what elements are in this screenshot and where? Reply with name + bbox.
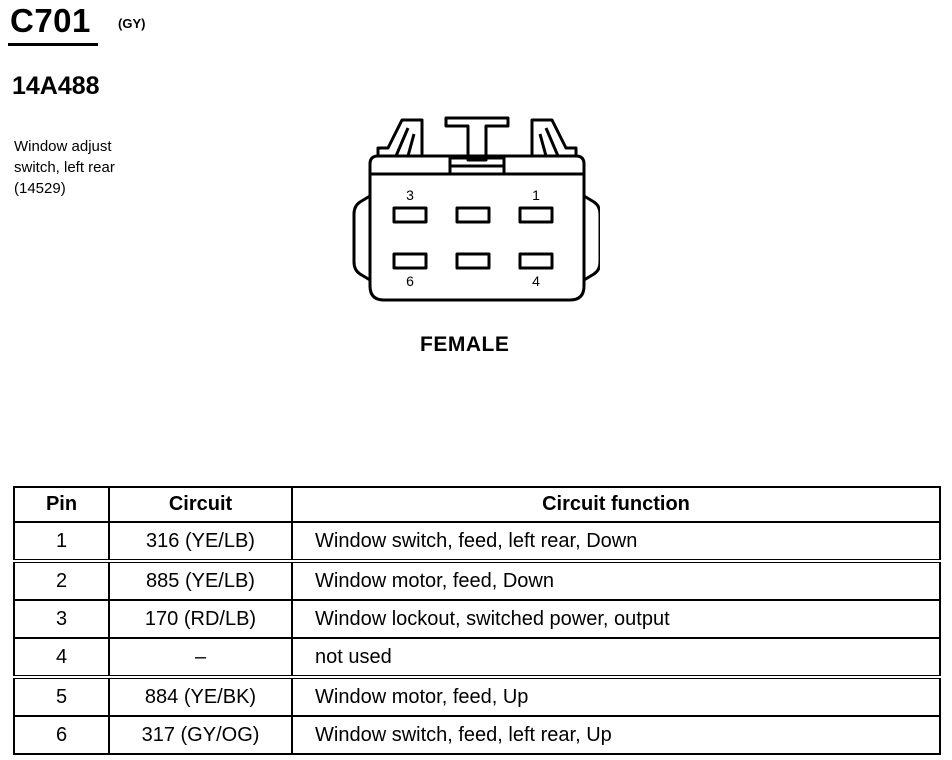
cavity-6 (392, 252, 428, 270)
connector-view-label: FEMALE (420, 333, 510, 356)
pin-cell: 6 (13, 715, 110, 755)
description-line: Window adjust (14, 138, 112, 155)
table-row: 4 – not used (13, 637, 941, 678)
cavity-label: 3 (406, 187, 414, 203)
center-lock-tab (444, 116, 510, 162)
function-cell: Window switch, feed, left rear, Up (291, 715, 941, 755)
header-circuit-function: Circuit function (291, 486, 941, 523)
table-row: 5 884 (YE/BK) Window motor, feed, Up (13, 675, 941, 717)
circuit-cell: 884 (YE/BK) (108, 675, 293, 717)
cavity-3 (392, 206, 428, 224)
header-pin: Pin (13, 486, 110, 523)
table-row: 1 316 (YE/LB) Window switch, feed, left … (13, 521, 941, 562)
pin-cell: 3 (13, 599, 110, 639)
connector-housing (368, 154, 586, 302)
function-cell: Window switch, feed, left rear, Down (291, 521, 941, 562)
function-cell: not used (291, 637, 941, 678)
table-header-row: Pin Circuit Circuit function (13, 486, 941, 523)
connector-face-diagram: 3 1 6 4 (352, 116, 600, 302)
connector-color: (GY) (118, 16, 146, 31)
pin-cell: 2 (13, 559, 110, 601)
function-cell: Window motor, feed, Up (291, 675, 941, 717)
table-row: 6 317 (GY/OG) Window switch, feed, left … (13, 715, 941, 755)
pin-cell: 1 (13, 521, 110, 562)
description-line: (14529) (14, 180, 66, 197)
cavity-label: 6 (406, 273, 414, 289)
cavity-5 (455, 252, 491, 270)
circuit-cell: – (108, 637, 293, 678)
component-description: Window adjust switch, left rear (14529) (14, 136, 115, 199)
circuit-cell: 317 (GY/OG) (108, 715, 293, 755)
table-row: 3 170 (RD/LB) Window lockout, switched p… (13, 599, 941, 639)
cavity-4 (518, 252, 554, 270)
left-side-ear (352, 194, 371, 282)
circuit-cell: 316 (YE/LB) (108, 521, 293, 562)
cavity-label: 1 (532, 187, 540, 203)
cavity-1 (518, 206, 554, 224)
left-latch (376, 118, 424, 156)
circuit-cell: 170 (RD/LB) (108, 599, 293, 639)
cavity-2 (455, 206, 491, 224)
circuit-cell: 885 (YE/LB) (108, 559, 293, 601)
part-number: 14A488 (12, 72, 100, 100)
cavity-label: 4 (532, 273, 540, 289)
connector-id: C701 (10, 2, 91, 39)
connector-id-underline (8, 43, 98, 46)
function-cell: Window motor, feed, Down (291, 559, 941, 601)
description-line: switch, left rear (14, 159, 115, 176)
pin-cell: 5 (13, 675, 110, 717)
header-circuit: Circuit (108, 486, 293, 523)
pinout-table: Pin Circuit Circuit function 1 316 (YE/L… (13, 486, 941, 755)
function-cell: Window lockout, switched power, output (291, 599, 941, 639)
table-row: 2 885 (YE/LB) Window motor, feed, Down (13, 559, 941, 601)
pin-cell: 4 (13, 637, 110, 678)
right-side-ear (583, 194, 600, 282)
right-latch (530, 118, 578, 156)
